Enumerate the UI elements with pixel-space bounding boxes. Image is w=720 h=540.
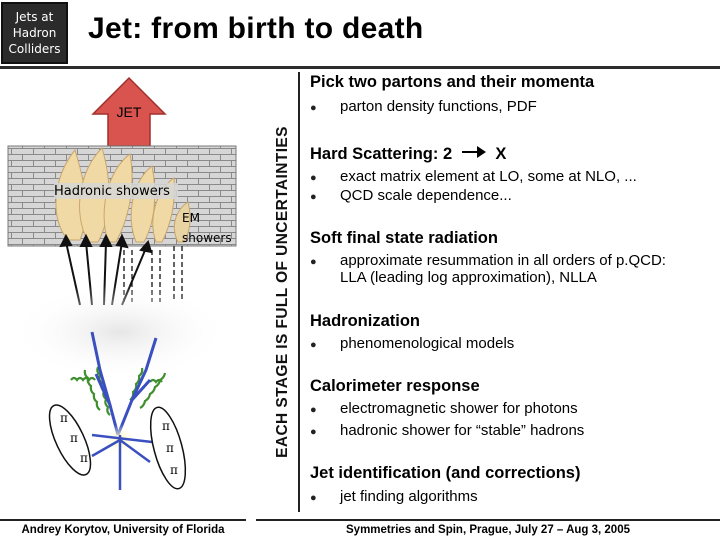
bullet-icon: ● [310,102,317,114]
pi-label: π [60,411,68,425]
banner-divider [298,72,300,512]
bullet-icon: ● [310,492,317,504]
pi-label: π [80,451,88,465]
bullet-text-line: approximate resummation in all orders of… [340,252,666,269]
uncertainty-banner-text: EACH STAGE IS FULL OF UNCERTAINTIES [274,126,292,458]
section-heading-calorimeter: Calorimeter response [310,377,480,396]
hadronization-region [10,284,230,380]
footer-divider-right [256,519,720,521]
hard-scattering-suffix: X [495,145,506,163]
bullet-text: approximate resummation in all orders of… [340,252,666,286]
section-heading-pdf: Pick two partons and their momenta [310,73,594,92]
logo-line-2: Hadron [3,25,66,41]
bullet-text: jet finding algorithms [340,488,478,505]
proton-remnant-right: π π π [144,404,193,492]
right-arrow-icon [461,145,487,164]
bullet-icon: ● [310,172,317,184]
bullet-icon: ● [310,256,317,268]
bullet-icon: ● [310,191,317,203]
bullet-text: QCD scale dependence... [340,187,512,204]
logo-badge: Jets at Hadron Colliders [1,2,68,64]
section-heading-jet-id: Jet identification (and corrections) [310,464,580,483]
bullet-icon: ● [310,339,317,351]
bullet-icon: ● [310,426,317,438]
slide-title: Jet: from birth to death [88,12,424,46]
pi-label: π [70,431,78,445]
hadronic-showers-label: Hadronic showers [54,184,170,199]
bullet-text: parton density functions, PDF [340,98,537,115]
em-label-line1: EM [182,211,200,225]
header-divider [0,66,720,69]
pi-label: π [166,441,174,455]
footer-divider-left [0,519,246,521]
pi-label: π [162,419,170,433]
em-label-line2: showers [182,231,232,245]
bullet-text: phenomenological models [340,335,514,352]
jet-diagram: JET Hadronic showers EM showers [0,70,268,520]
bullet-text-line: LLA (leading log approximation), NLLA [340,269,666,286]
logo-line-3: Colliders [3,41,66,57]
footer-conference: Symmetries and Spin, Prague, July 27 – A… [256,524,720,536]
jet-label: JET [117,104,142,120]
footer-author: Andrey Korytov, University of Florida [0,524,246,536]
bullet-text: hadronic shower for “stable” hadrons [340,422,584,439]
logo-line-1: Jets at [3,9,66,25]
bullet-text: exact matrix element at LO, some at NLO,… [340,168,637,185]
bullet-icon: ● [310,404,317,416]
pi-label: π [170,463,178,477]
section-heading-hard-scattering: Hard Scattering: 2 X [310,145,506,164]
section-heading-hadronization: Hadronization [310,312,420,331]
proton-remnant-left: π π π [41,400,98,481]
bullet-text: electromagnetic shower for photons [340,400,578,417]
section-heading-fsr: Soft final state radiation [310,229,498,248]
hard-scattering-label: Hard Scattering: 2 [310,145,452,163]
